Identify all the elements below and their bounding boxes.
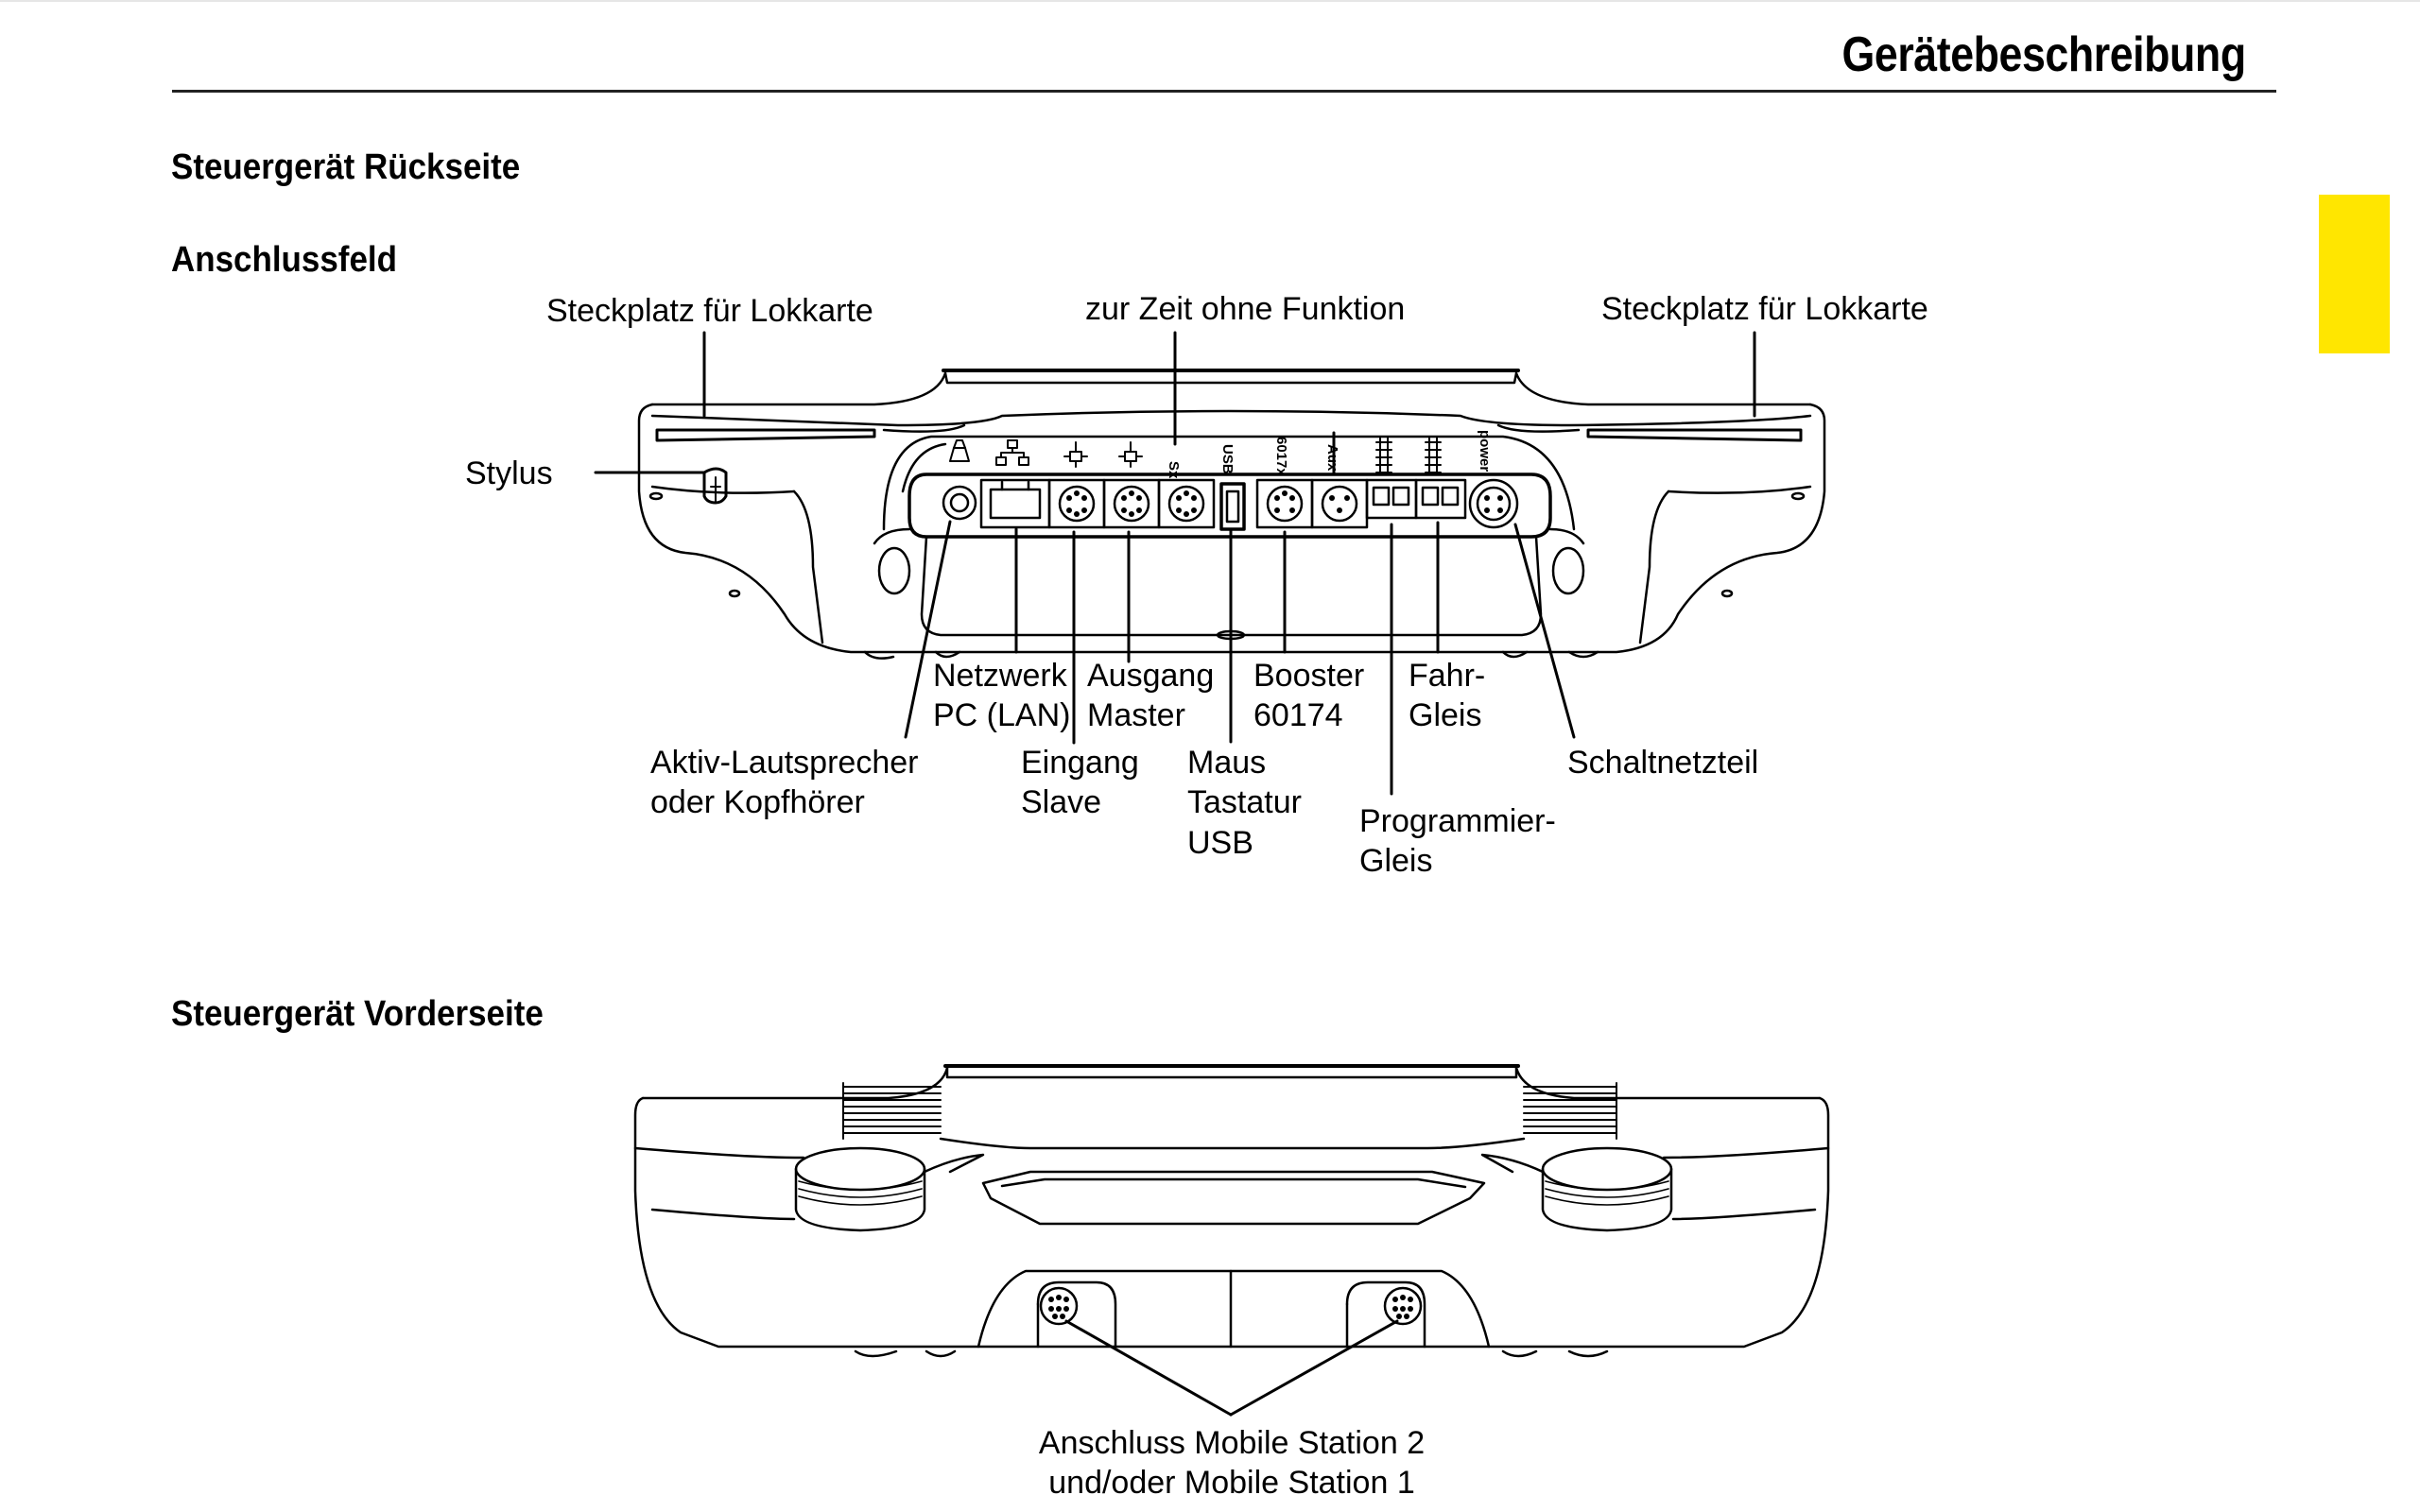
label-mobile-line2: und/oder Mobile Station 1 (1048, 1465, 1414, 1501)
label-input-line1: Eingang (1021, 745, 1139, 781)
label-mouse-line1: Maus (1187, 745, 1266, 781)
label-network-line2: PC (LAN) (933, 697, 1070, 733)
label-mouse-line3: USB (1187, 825, 1253, 861)
label-speaker-line2: oder Kopfhörer (650, 784, 865, 820)
heading-rear: Steuergerät Rückseite (171, 147, 521, 187)
label-programming-line1: Programmier- (1359, 803, 1556, 839)
marking-usb: USB (1219, 444, 1236, 474)
heading-panel: Anschlussfeld (171, 240, 397, 280)
label-no-function: zur Zeit ohne Funktion (1085, 291, 1405, 327)
label-booster-line1: Booster (1253, 658, 1364, 694)
marking-booster: 6017x (1273, 437, 1289, 476)
speaker-icon (949, 439, 970, 462)
label-slot-right: Steckplatz für Lokkarte (1601, 291, 1928, 327)
label-booster-line2: 60174 (1253, 697, 1343, 733)
chapter-tab-marker (2319, 195, 2390, 353)
label-input-line2: Slave (1021, 784, 1101, 820)
label-mobile-line1: Anschluss Mobile Station 2 (1039, 1425, 1425, 1461)
label-slot-left: Steckplatz für Lokkarte (546, 293, 873, 329)
header-rule (172, 90, 2276, 93)
input-icon (1118, 441, 1143, 468)
label-track-line1: Fahr- (1409, 658, 1485, 694)
label-mouse-line2: Tastatur (1187, 784, 1302, 820)
page-title: Gerätebeschreibung (1841, 27, 2247, 82)
label-network-line1: Netzwerk (933, 658, 1068, 694)
rear-leader-lines (594, 331, 1756, 796)
marking-power: power (1477, 430, 1493, 472)
label-output-line2: Master (1087, 697, 1185, 733)
front-leader-lines (1064, 1319, 1399, 1417)
label-programming-line2: Gleis (1359, 843, 1432, 879)
label-track-line2: Gleis (1409, 697, 1481, 733)
front-device-drawing (633, 1064, 1830, 1358)
label-power-supply: Schaltnetzteil (1567, 745, 1758, 781)
label-speaker-line1: Aktiv-Lautsprecher (650, 745, 918, 781)
marking-sx: Sx (1166, 461, 1182, 479)
marking-aux: Aux (1324, 444, 1340, 472)
track-icon (1375, 436, 1392, 473)
top-edge (0, 0, 2420, 2)
output-icon (1063, 441, 1088, 468)
programming-track-icon (1425, 436, 1442, 473)
rear-device-drawing (637, 369, 1826, 660)
network-icon (995, 439, 1029, 466)
label-stylus: Stylus (465, 455, 553, 491)
label-output-line1: Ausgang (1087, 658, 1214, 694)
heading-front: Steuergerät Vorderseite (171, 994, 544, 1034)
